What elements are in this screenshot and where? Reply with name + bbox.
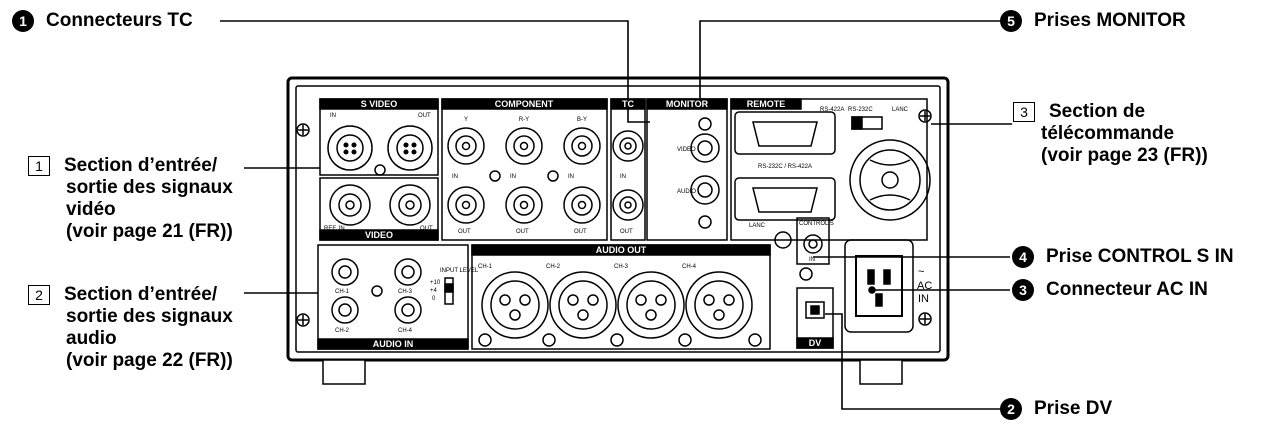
comp-ry-out-label: OUT — [516, 229, 529, 235]
audio-out-ch2-label: CH-2 — [546, 264, 561, 270]
callout-number: 2 — [28, 284, 50, 305]
callout-dv: 2 Prise DV — [1000, 398, 1112, 420]
callout-number: 5 — [1000, 10, 1022, 32]
callout-text: (voir page 22 (FR)) — [66, 350, 233, 371]
comp-by-in-label: IN — [568, 174, 574, 180]
callout-text: sortie des signaux — [66, 306, 233, 327]
callout-text: télécommande — [1041, 123, 1175, 144]
audio-out-ch4-label: CH-4 — [682, 264, 697, 270]
dv-heading: DV — [809, 338, 822, 348]
lanc-label: LANC — [749, 223, 766, 229]
tc-in-label: IN — [620, 174, 626, 180]
comp-y-out-label: OUT — [458, 229, 471, 235]
callout-text: Section de — [1049, 101, 1146, 122]
callout-number: 3 — [1013, 101, 1035, 122]
rs422-label: RS-422A — [820, 107, 844, 113]
callout-text: audio — [66, 328, 117, 349]
audio-in-heading: AUDIO IN — [373, 339, 414, 349]
comp-ry-label: R-Y — [519, 117, 529, 123]
callout-number: 1 — [28, 155, 50, 176]
callout-text: Section d’entrée/ — [64, 155, 218, 176]
monitor-video-label: VIDEO — [677, 147, 696, 153]
tc-out-label: OUT — [620, 229, 633, 235]
s-video-heading: S VIDEO — [361, 99, 398, 109]
control-s-in-label: IN — [809, 257, 815, 263]
audio-out-ch1-label: CH-1 — [478, 264, 493, 270]
device-foot-left — [322, 359, 366, 385]
device-body — [286, 76, 950, 362]
callout-text: Prises MONITOR — [1034, 10, 1186, 32]
callout-ac-in: 3 Connecteur AC IN — [1012, 279, 1208, 301]
callout-tc-connectors: 1 Connecteurs TC — [12, 10, 193, 32]
monitor-audio-label: AUDIO — [677, 189, 696, 195]
callout-text: Prise DV — [1034, 398, 1113, 420]
callout-text: (voir page 23 (FR)) — [1041, 145, 1208, 166]
monitor-heading: MONITOR — [666, 99, 709, 109]
device-foot-right — [859, 359, 903, 385]
comp-ry-in-label: IN — [510, 174, 516, 180]
callout-text: (voir page 21 (FR)) — [66, 221, 233, 242]
callout-number: 1 — [12, 10, 34, 32]
callout-text: Connecteur AC IN — [1046, 279, 1208, 301]
comp-y-in-label: IN — [452, 174, 458, 180]
video-heading: VIDEO — [365, 230, 393, 240]
callout-video-section: 1 Section d’entrée/ sortie des signaux vi… — [28, 155, 248, 243]
rs232-label: RS-232C — [848, 107, 873, 113]
callout-number: 3 — [1012, 279, 1034, 301]
comp-y-label: Y — [464, 117, 468, 123]
level-0-label: 0 — [432, 296, 436, 302]
ac-tilde: ~ — [918, 266, 924, 278]
callout-number: 4 — [1012, 246, 1034, 268]
video-out-label: OUT — [420, 226, 433, 232]
s-video-out-label: OUT — [418, 113, 431, 119]
input-level-label: INPUT LEVEL — [440, 268, 479, 274]
s-video-in-label: IN — [330, 113, 336, 119]
audio-in-ch3-label: CH-3 — [398, 289, 413, 295]
tc-heading: TC — [622, 99, 634, 109]
comp-by-out-label: OUT — [574, 229, 587, 235]
remote-heading: REMOTE — [747, 99, 786, 109]
callout-control-s-in: 4 Prise CONTROL S IN — [1012, 246, 1234, 268]
level-plus10-label: +10 — [430, 280, 441, 286]
comp-by-label: B-Y — [577, 117, 587, 123]
callout-audio-section: 2 Section d’entrée/ sortie des signaux au… — [28, 284, 248, 372]
callout-number: 2 — [1000, 398, 1022, 420]
control-s-label: CONTROL S — [799, 221, 834, 227]
rs232-422-label: RS-232C / RS-422A — [758, 164, 812, 170]
audio-out-heading: AUDIO OUT — [596, 245, 647, 255]
audio-in-ch2-label: CH-2 — [335, 328, 350, 334]
callout-text: vidéo — [66, 199, 116, 220]
level-plus4-label: +4 — [430, 288, 438, 294]
ref-in-label: REF. IN — [324, 226, 345, 232]
control-s-section — [796, 217, 830, 265]
ac-in-section — [844, 239, 914, 333]
leader-lines — [220, 20, 1012, 410]
callout-text: sortie des signaux — [66, 177, 233, 198]
callout-text: Section d’entrée/ — [64, 284, 218, 305]
ac-in-label: IN — [918, 293, 929, 305]
ac-label: AC — [917, 280, 932, 292]
audio-out-ch3-label: CH-3 — [614, 264, 629, 270]
callout-text: Prise CONTROL S IN — [1046, 246, 1234, 268]
xlr-connectors — [481, 271, 753, 339]
audio-in-ch4-label: CH-4 — [398, 328, 413, 334]
callout-remote-section: 3 Section de télécommande (voir page 23 (… — [1013, 101, 1253, 167]
callout-monitor-jacks: 5 Prises MONITOR — [1000, 10, 1186, 32]
lanc-switch-label: LANC — [892, 107, 909, 113]
component-heading: COMPONENT — [495, 99, 554, 109]
audio-in-ch1-label: CH-1 — [335, 289, 350, 295]
callout-text: Connecteurs TC — [46, 10, 193, 32]
